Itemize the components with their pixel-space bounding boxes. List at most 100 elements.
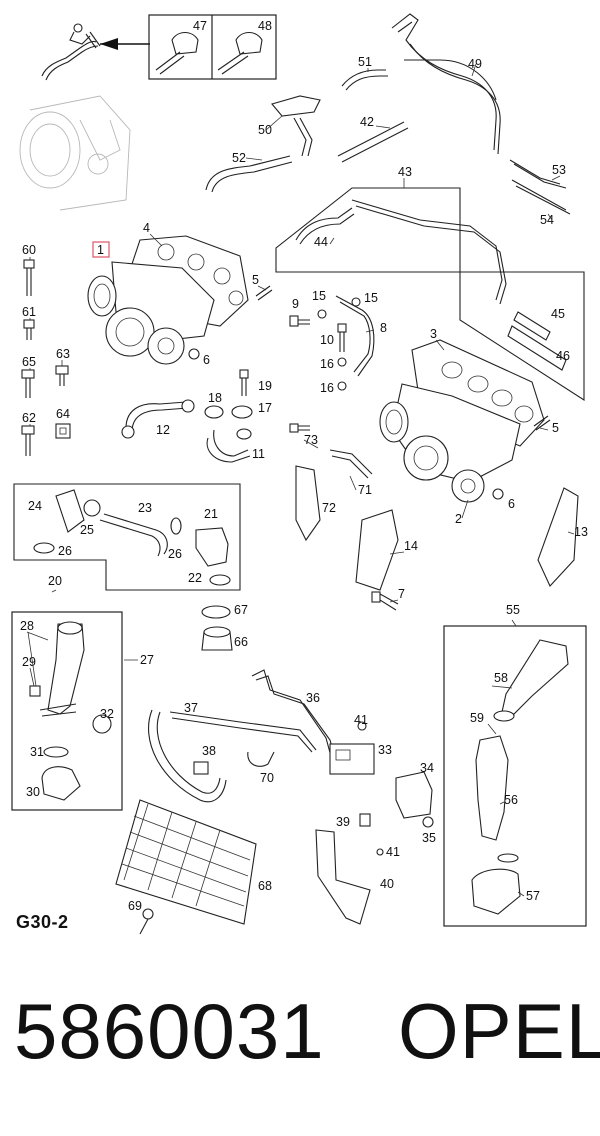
arrow-left-icon	[100, 38, 150, 50]
bolt-19	[239, 369, 249, 396]
callout-15-left: 15	[312, 289, 326, 303]
callout-67: 67	[234, 603, 248, 617]
part-number: 5860031	[14, 987, 325, 1075]
detail-box-47-48	[148, 14, 277, 80]
callout-49: 49	[468, 57, 482, 71]
callout-32: 32	[100, 707, 114, 721]
callout-38: 38	[202, 744, 216, 758]
brand-name: OPEL	[398, 987, 600, 1075]
callout-53: 53	[552, 163, 566, 177]
bracket-40	[315, 829, 371, 925]
bolt-61	[23, 319, 35, 340]
callout-59: 59	[470, 711, 484, 725]
hose-36	[251, 669, 337, 763]
bolt-9	[289, 315, 310, 327]
callout-1-highlighted: 1	[97, 243, 104, 257]
stud-5-top	[255, 285, 273, 301]
callout-68: 68	[258, 879, 272, 893]
callout-14: 14	[404, 539, 418, 553]
washer-15	[317, 297, 361, 319]
gasket-18	[204, 405, 224, 419]
bracket-14	[355, 509, 399, 591]
callout-48: 48	[258, 19, 272, 33]
callout-44: 44	[314, 235, 328, 249]
callout-28: 28	[20, 619, 34, 633]
callout-51: 51	[358, 55, 372, 69]
callout-65: 65	[22, 355, 36, 369]
parts-diagram: 47 48 49 50 51 52 42 43 44 53 54 45 46 4…	[11, 13, 588, 935]
pipe-8	[335, 295, 375, 377]
intercooler-68	[115, 799, 257, 925]
engine-ghost-illustration	[19, 95, 131, 211]
callout-50: 50	[258, 123, 272, 137]
callout-5-lower: 5	[552, 421, 559, 435]
callout-45: 45	[551, 307, 565, 321]
hose-37	[148, 709, 317, 803]
pipe-53-54	[511, 179, 571, 215]
oil-feed-pipe-illustration	[41, 23, 101, 81]
callout-57: 57	[526, 889, 540, 903]
callout-66: 66	[234, 635, 248, 649]
oil-pipe-51	[341, 69, 388, 91]
callout-26-right: 26	[168, 547, 182, 561]
callout-56: 56	[504, 793, 518, 807]
valve-33	[329, 721, 375, 775]
bolt-60	[23, 259, 35, 296]
gasket-17	[231, 405, 253, 419]
flex-hose-11	[206, 428, 252, 463]
group-box-20	[13, 483, 241, 591]
callout-15-right: 15	[364, 291, 378, 305]
callout-52: 52	[232, 151, 246, 165]
callout-6-top: 6	[203, 353, 210, 367]
turbocharger-2	[379, 383, 521, 503]
callout-10: 10	[320, 333, 334, 347]
callout-55: 55	[506, 603, 520, 617]
hose-52	[205, 155, 293, 193]
callout-37: 37	[184, 701, 198, 715]
callout-64: 64	[56, 407, 70, 421]
callout-17: 17	[258, 401, 272, 415]
bracket-13	[537, 487, 579, 587]
sheet-code: G30-2	[16, 912, 69, 932]
callout-63: 63	[56, 347, 70, 361]
callout-73: 73	[304, 433, 318, 447]
callout-24: 24	[28, 499, 42, 513]
callout-12: 12	[156, 423, 170, 437]
group-box-43	[275, 187, 585, 402]
bolt-10	[337, 323, 347, 352]
callout-36: 36	[306, 691, 320, 705]
connector-66	[201, 626, 233, 651]
bolt-65	[21, 369, 35, 398]
callout-69: 69	[128, 899, 142, 913]
callout-41-lower: 41	[386, 845, 400, 859]
nut-41-lower	[376, 848, 384, 856]
callout-62: 62	[22, 411, 36, 425]
clip-64	[55, 423, 71, 439]
callout-13: 13	[574, 525, 588, 539]
callout-60: 60	[22, 243, 36, 257]
callout-3: 3	[430, 327, 437, 341]
callout-29: 29	[22, 655, 36, 669]
mount-39	[359, 813, 371, 827]
bracket-72	[295, 465, 321, 542]
bracket-71	[329, 449, 373, 479]
callout-30: 30	[26, 785, 40, 799]
callout-labels: 47 48 49 50 51 52 42 43 44 53 54 45 46 4…	[20, 19, 588, 913]
callout-19: 19	[258, 379, 272, 393]
nut-6-lower	[492, 488, 504, 500]
callout-18: 18	[208, 391, 222, 405]
callout-58: 58	[494, 671, 508, 685]
callout-54: 54	[540, 213, 554, 227]
bolt-63	[55, 365, 69, 386]
callout-23: 23	[138, 501, 152, 515]
callout-26-left: 26	[58, 544, 72, 558]
pipe-12	[121, 399, 195, 439]
callout-21: 21	[204, 507, 218, 521]
bolt-62	[21, 425, 35, 456]
highlight-box-part-1	[92, 241, 110, 258]
callout-41-upper: 41	[354, 713, 368, 727]
callout-35: 35	[422, 831, 436, 845]
callout-27: 27	[140, 653, 154, 667]
nut-6-top	[188, 348, 200, 360]
callout-33: 33	[378, 743, 392, 757]
